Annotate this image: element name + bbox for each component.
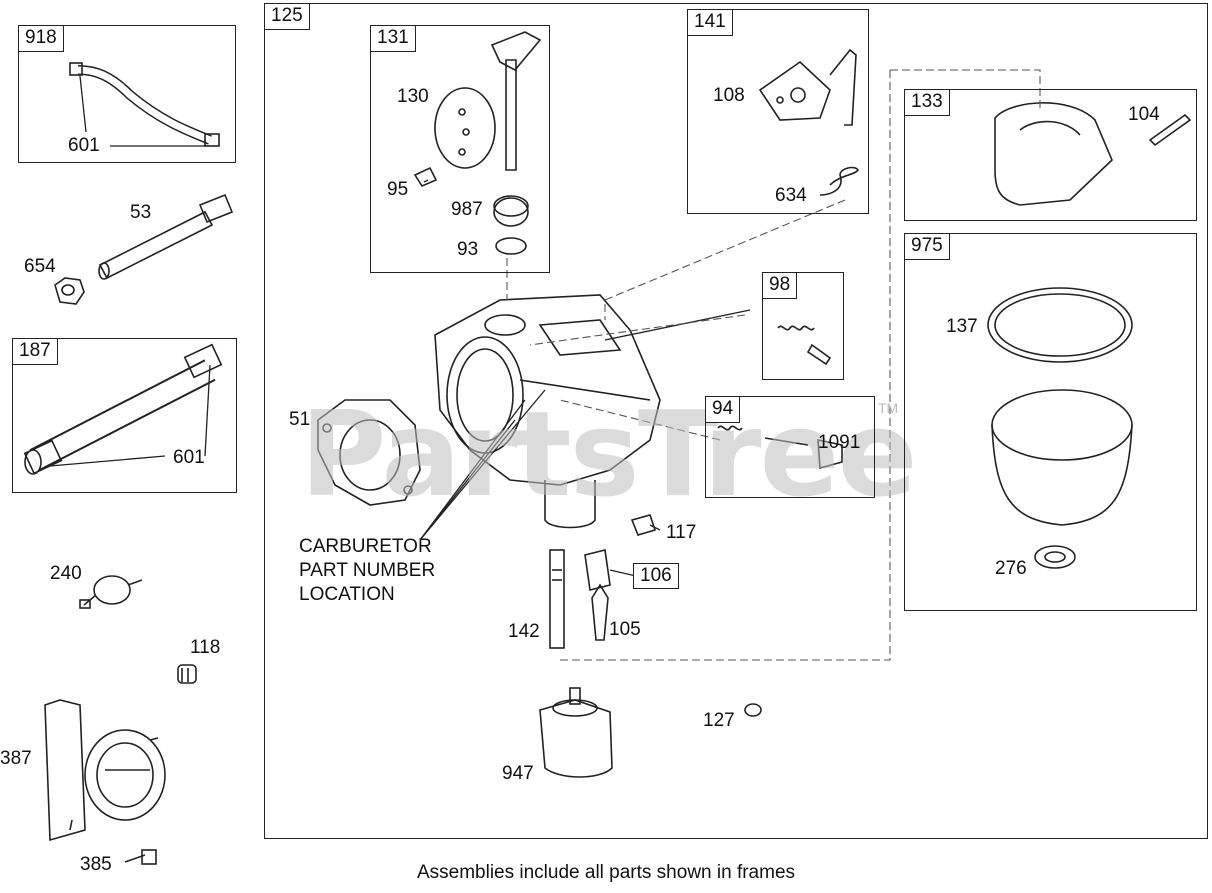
note-line-3: LOCATION bbox=[299, 584, 395, 605]
label-1091: 1091 bbox=[818, 432, 861, 453]
frame-133: 133 bbox=[904, 89, 1197, 221]
label-118: 118 bbox=[190, 637, 221, 658]
screw-385-drawing bbox=[124, 849, 157, 865]
spring-screw-98-drawing bbox=[777, 325, 832, 366]
note-line-1: CARBURETOR bbox=[299, 536, 432, 557]
label-987: 987 bbox=[451, 199, 483, 220]
frame-918: 918 bbox=[18, 25, 236, 163]
label-634: 634 bbox=[775, 185, 807, 206]
footer-note: Assemblies include all parts shown in fr… bbox=[416, 862, 796, 883]
frame-918-label: 918 bbox=[19, 26, 64, 52]
label-947: 947 bbox=[502, 763, 534, 784]
watermark-trademark: TM bbox=[878, 400, 899, 416]
frame-131: 131 bbox=[370, 25, 550, 273]
emulsion-tube-142-drawing bbox=[549, 549, 565, 649]
label-385: 385 bbox=[80, 854, 112, 875]
frame-98-label: 98 bbox=[763, 273, 798, 299]
fuel-pump-387-drawing bbox=[44, 699, 166, 842]
filter-240-drawing bbox=[79, 575, 143, 609]
label-108: 108 bbox=[713, 85, 745, 106]
bushing-118-drawing bbox=[177, 664, 197, 684]
label-654: 654 bbox=[24, 256, 56, 277]
callout-106: 106 bbox=[633, 563, 679, 589]
frame-187-label: 187 bbox=[13, 339, 58, 365]
choke-bracket-133-drawing bbox=[994, 102, 1192, 206]
frame-94-label: 94 bbox=[706, 397, 741, 423]
washer-127-drawing bbox=[744, 703, 762, 717]
label-387: 387 bbox=[0, 748, 32, 769]
label-601-tube: 601 bbox=[173, 447, 205, 468]
carburetor-part-number-note: CARBURETOR PART NUMBER LOCATION bbox=[299, 535, 435, 607]
fuel-line-918-drawing bbox=[69, 62, 220, 147]
label-137: 137 bbox=[946, 316, 978, 337]
frame-125: 125 bbox=[264, 3, 1208, 839]
solenoid-947-drawing bbox=[539, 687, 613, 778]
frame-125-label: 125 bbox=[265, 4, 310, 30]
label-142: 142 bbox=[508, 621, 540, 642]
fitting-117-drawing bbox=[630, 514, 657, 536]
frame-98: 98 bbox=[762, 272, 844, 380]
float-bowl-975-drawing bbox=[987, 287, 1133, 569]
float-106-drawing bbox=[584, 549, 611, 591]
frame-975: 975 bbox=[904, 233, 1197, 611]
gasket-51-drawing bbox=[317, 399, 421, 506]
label-601-fuel-line: 601 bbox=[68, 135, 100, 156]
needle-105-drawing bbox=[591, 583, 609, 641]
label-53: 53 bbox=[130, 202, 152, 223]
label-105: 105 bbox=[609, 619, 641, 640]
label-240: 240 bbox=[50, 563, 82, 584]
frame-141-label: 141 bbox=[688, 10, 733, 36]
nut-654-drawing bbox=[54, 277, 85, 305]
label-130: 130 bbox=[397, 86, 429, 107]
label-51: 51 bbox=[289, 409, 311, 430]
watermark: PartsTree bbox=[300, 385, 918, 523]
label-93: 93 bbox=[457, 239, 479, 260]
label-104: 104 bbox=[1128, 104, 1160, 125]
frame-133-label: 133 bbox=[905, 90, 950, 116]
frame-131-label: 131 bbox=[371, 26, 416, 52]
idle-parts-94-drawing bbox=[717, 425, 843, 470]
label-95: 95 bbox=[387, 179, 409, 200]
label-127: 127 bbox=[703, 710, 735, 731]
label-276: 276 bbox=[995, 558, 1027, 579]
label-117: 117 bbox=[666, 522, 697, 543]
throttle-parts-131-drawing bbox=[413, 31, 542, 255]
frame-141: 141 bbox=[687, 9, 869, 214]
frame-975-label: 975 bbox=[905, 234, 950, 260]
tube-187-drawing bbox=[23, 343, 223, 475]
frame-187: 187 bbox=[12, 338, 237, 493]
frame-94: 94 bbox=[705, 396, 875, 498]
note-line-2: PART NUMBER bbox=[299, 560, 436, 581]
carburetor-body-drawing bbox=[434, 294, 661, 529]
fitting-53-drawing bbox=[98, 193, 234, 280]
choke-parts-141-drawing bbox=[758, 48, 859, 196]
